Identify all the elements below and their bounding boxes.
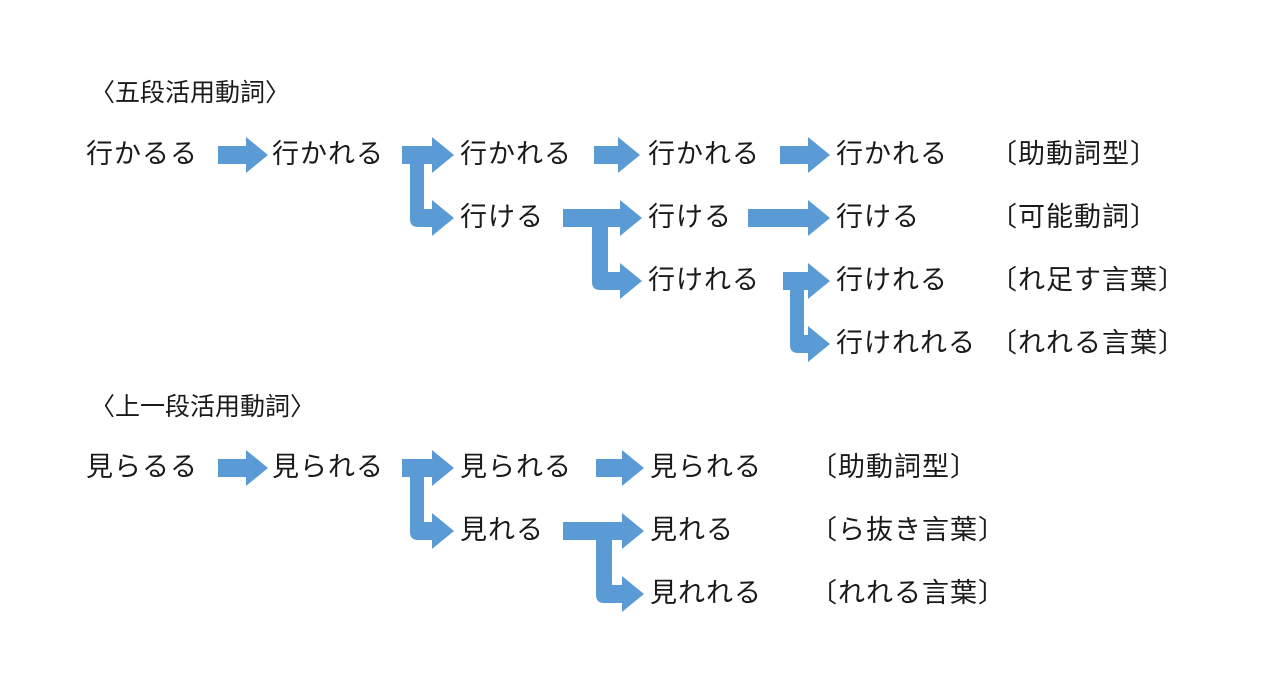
ichidan-r1-form-1: 見らるる <box>86 452 198 483</box>
godan-r3-form-2: 行けれる <box>836 265 948 296</box>
arrow-godan-r2-b <box>748 200 830 236</box>
arrow-ichidan-branch-1 <box>402 450 454 549</box>
godan-r2-label: 〔可能動詞〕 <box>990 202 1158 233</box>
godan-r4-form-1: 行けれれる <box>836 328 976 359</box>
godan-r3-label: 〔れ足す言葉〕 <box>990 265 1186 296</box>
ichidan-r3-label: 〔れれる言葉〕 <box>810 578 1006 609</box>
godan-heading: 〈五段活用動詞〉 <box>90 78 291 107</box>
godan-r2-form-1: 行ける <box>460 202 544 233</box>
godan-r1-form-2: 行かれる <box>272 139 384 170</box>
ichidan-r1-label: 〔助動詞型〕 <box>810 452 978 483</box>
ichidan-r1-form-2: 見られる <box>272 452 384 483</box>
arrow-ichidan-r1-c <box>596 450 644 486</box>
arrow-godan-branch-3 <box>783 263 830 362</box>
arrow-godan-branch-1 <box>402 137 454 236</box>
ichidan-r1-form-4: 見られる <box>650 452 762 483</box>
arrow-godan-branch-2 <box>563 200 642 299</box>
godan-r1-label: 〔助動詞型〕 <box>990 139 1158 170</box>
arrow-godan-r1-d <box>780 137 830 173</box>
godan-r4-label: 〔れれる言葉〕 <box>990 328 1186 359</box>
ichidan-r2-form-1: 見れる <box>460 515 544 546</box>
arrow-ichidan-branch-2 <box>563 513 644 612</box>
godan-r3-form-1: 行けれる <box>648 265 760 296</box>
arrow-godan-r1-c <box>594 137 640 173</box>
godan-r1-form-3: 行かれる <box>460 139 572 170</box>
ichidan-r2-label: 〔ら抜き言葉〕 <box>810 515 1006 546</box>
arrow-godan-r1-a <box>218 137 268 173</box>
godan-r1-form-4: 行かれる <box>648 139 760 170</box>
godan-r1-form-5: 行かれる <box>836 139 948 170</box>
godan-r1-form-1: 行かるる <box>86 139 198 170</box>
ichidan-r3-form-1: 見れれる <box>650 578 762 609</box>
ichidan-r2-form-2: 見れる <box>650 515 734 546</box>
godan-r2-form-3: 行ける <box>836 202 920 233</box>
ichidan-heading: 〈上一段活用動詞〉 <box>90 392 316 421</box>
godan-r2-form-2: 行ける <box>648 202 732 233</box>
arrow-ichidan-r1-a <box>218 450 268 486</box>
ichidan-r1-form-3: 見られる <box>460 452 572 483</box>
